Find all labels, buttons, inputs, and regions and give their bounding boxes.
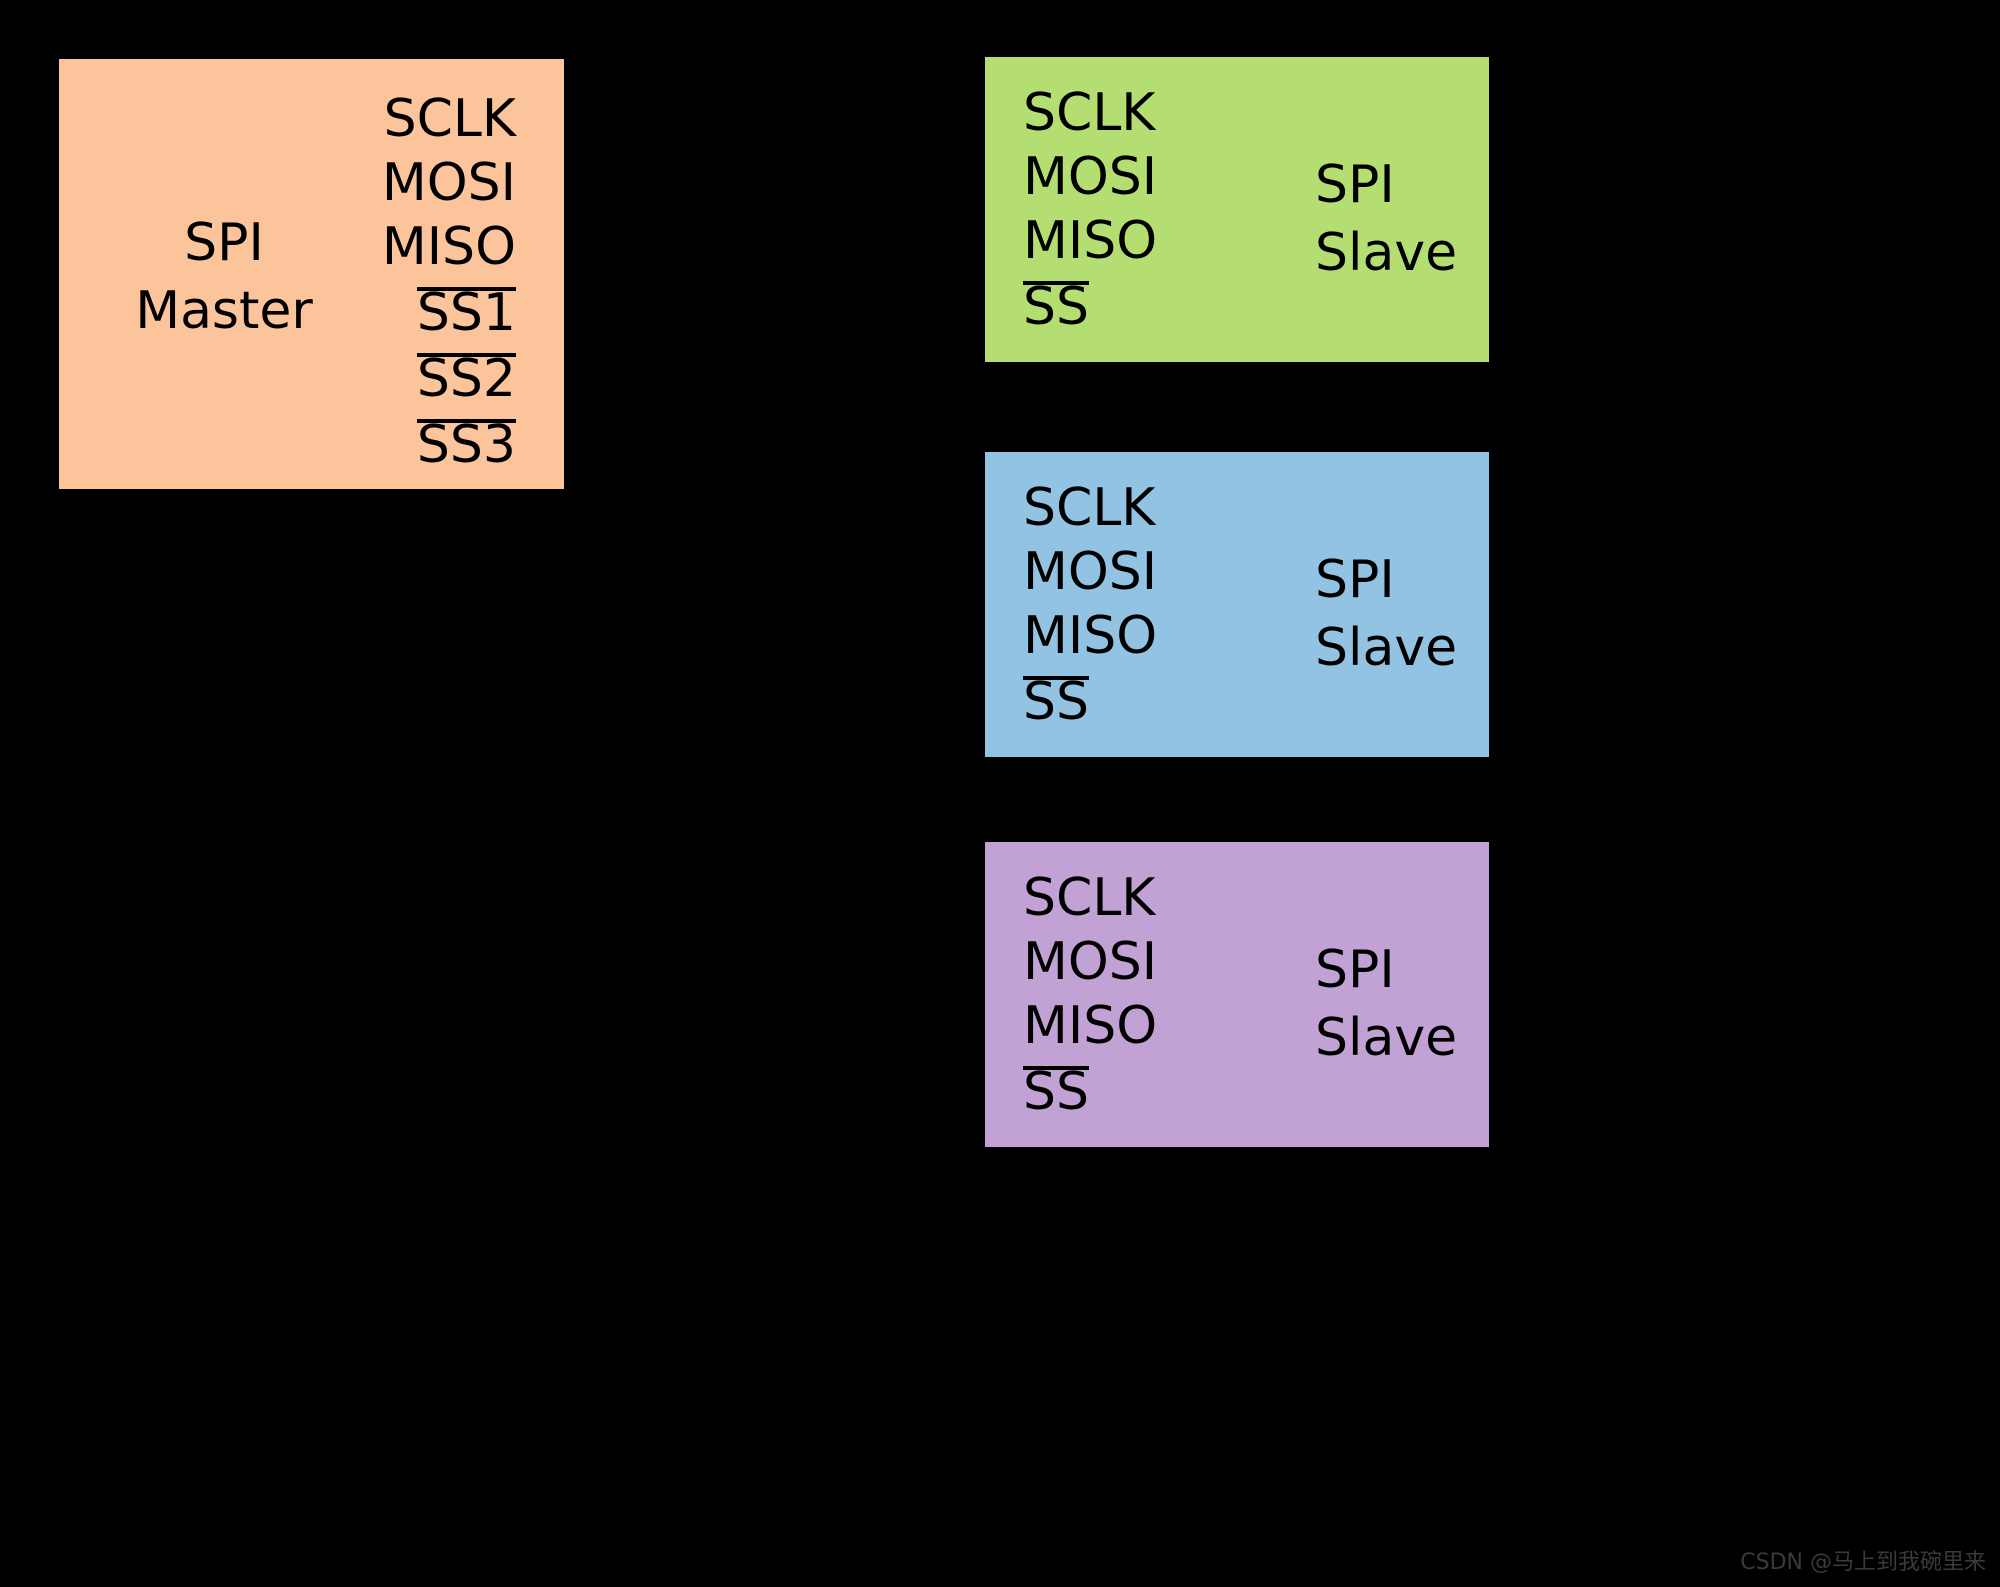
slave-2-role-line-1: SPI (1315, 550, 1395, 610)
slave-1-role-line-2: Slave (1315, 223, 1458, 283)
master-signal-ss2-text: SS2 (416, 345, 517, 411)
master-signal-ss3-text: SS3 (416, 411, 517, 477)
slave-1-signal-ss: SS (1023, 273, 1090, 339)
master-role-label: SPI Master (59, 59, 389, 489)
slave-3-role-line-2: Slave (1315, 1008, 1458, 1068)
master-signal-miso: MISO (381, 217, 516, 277)
master-signal-sclk: SCLK (383, 89, 516, 149)
slave-1-role-label: SPI Slave (1315, 151, 1457, 287)
slave-3-signal-ss-text: SS (1023, 1058, 1090, 1124)
master-signal-ss2: SS2 (416, 345, 517, 411)
slave-3-signal-sclk: SCLK (1023, 868, 1156, 928)
slave-2-signal-ss: SS (1023, 668, 1090, 734)
spi-slave-block-2: SCLK MOSI MISO SS SPI Slave (983, 450, 1491, 759)
slave-3-role-line-1: SPI (1315, 940, 1395, 1000)
master-signal-ss1: SS1 (416, 279, 517, 345)
slave-1-signal-mosi: MOSI (1023, 147, 1158, 207)
master-role-line-1: SPI (184, 213, 264, 273)
slave-2-signal-ss-text: SS (1023, 668, 1090, 734)
spi-master-block: SPI Master SCLK MOSI MISO SS1 SS2 SS3 (57, 57, 566, 491)
slave-2-signal-mosi: MOSI (1023, 542, 1158, 602)
master-signal-ss1-text: SS1 (416, 279, 517, 345)
csdn-watermark: CSDN @马上到我碗里来 (1740, 1550, 1986, 1575)
slave-2-role-line-2: Slave (1315, 618, 1458, 678)
slave-3-role-label: SPI Slave (1315, 936, 1457, 1072)
slave-2-signal-list: SCLK MOSI MISO SS (1023, 476, 1157, 734)
master-role-line-2: Master (135, 281, 313, 341)
slave-3-signal-list: SCLK MOSI MISO SS (1023, 866, 1157, 1124)
slave-3-signal-ss: SS (1023, 1058, 1090, 1124)
slave-1-role-line-1: SPI (1315, 155, 1395, 215)
spi-slave-block-1: SCLK MOSI MISO SS SPI Slave (983, 55, 1491, 364)
master-signal-ss3: SS3 (416, 411, 517, 477)
slave-2-signal-miso: MISO (1023, 606, 1158, 666)
slave-2-role-label: SPI Slave (1315, 546, 1457, 682)
slave-2-signal-sclk: SCLK (1023, 478, 1156, 538)
master-signal-mosi: MOSI (381, 153, 516, 213)
slave-1-signal-ss-text: SS (1023, 273, 1090, 339)
slave-1-signal-sclk: SCLK (1023, 83, 1156, 143)
slave-1-signal-list: SCLK MOSI MISO SS (1023, 81, 1157, 339)
spi-slave-block-3: SCLK MOSI MISO SS SPI Slave (983, 840, 1491, 1149)
slave-3-signal-miso: MISO (1023, 996, 1158, 1056)
master-signal-list: SCLK MOSI MISO SS1 SS2 SS3 (381, 87, 517, 477)
slave-3-signal-mosi: MOSI (1023, 932, 1158, 992)
slave-1-signal-miso: MISO (1023, 211, 1158, 271)
